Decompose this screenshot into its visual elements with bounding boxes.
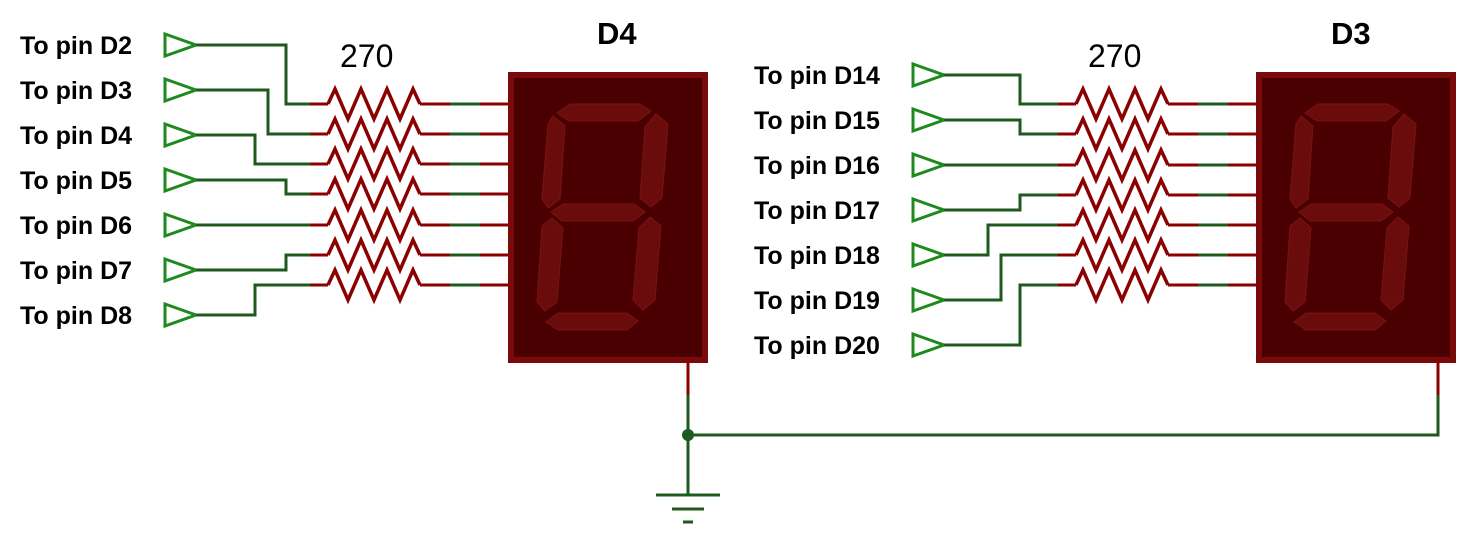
terminal-icon: [163, 31, 201, 59]
resistor: [1058, 235, 1198, 275]
terminal-icon: [163, 76, 201, 104]
segment-f: [541, 115, 566, 209]
input-label: To pin D18: [754, 242, 880, 270]
input-label: To pin D19: [754, 287, 880, 315]
segment-e: [536, 217, 564, 312]
display-group-d3: To pin D14 To pin D15 To pin D16 To pin …: [754, 16, 1456, 395]
wire: [944, 193, 1058, 212]
wire: [944, 223, 1058, 257]
input-label: To pin D16: [754, 152, 880, 180]
wire: [944, 118, 1058, 136]
ground-icon: [656, 493, 720, 524]
resistor: [1058, 114, 1198, 154]
display-wires: [450, 102, 511, 287]
input-label: To pin D17: [754, 197, 880, 225]
input-label: To pin D5: [20, 167, 132, 195]
input-label: To pin D15: [754, 107, 880, 135]
segment-d: [1293, 312, 1387, 331]
resistor-network: [1058, 84, 1198, 305]
input-label: To pin D4: [20, 122, 132, 150]
input-label: To pin D3: [20, 77, 132, 105]
input-label: To pin D7: [20, 257, 132, 285]
wire: [196, 253, 310, 272]
input-terminals: [911, 61, 949, 359]
terminal-icon: [911, 61, 949, 89]
wire: [196, 283, 310, 317]
display-segments: [1284, 103, 1417, 331]
input-terminals: [163, 31, 201, 329]
input-label: To pin D20: [754, 332, 880, 360]
segment-b: [639, 113, 669, 208]
display-segments: [536, 103, 669, 331]
segment-g: [1298, 203, 1394, 222]
common-wire: [686, 395, 1440, 437]
input-wires: [944, 73, 1058, 347]
input-label: To pin D14: [754, 62, 880, 90]
resistor: [310, 235, 450, 275]
segment-e: [1284, 217, 1312, 312]
display-group-d4: To pin D2 To pin D3 To pin D4 To pin D5 …: [20, 16, 708, 395]
resistor: [310, 205, 450, 245]
terminal-icon: [911, 151, 949, 179]
resistor: [310, 84, 450, 124]
segment-f: [1289, 115, 1314, 209]
wire: [196, 178, 310, 196]
display-designator: D3: [1331, 16, 1371, 51]
display-designator: D4: [597, 16, 637, 51]
segment-c: [632, 216, 662, 311]
resistor: [1058, 175, 1198, 215]
terminal-icon: [911, 196, 949, 224]
wire: [196, 133, 310, 166]
resistor: [310, 144, 450, 184]
terminal-icon: [163, 211, 201, 239]
wire: [944, 283, 1058, 347]
resistor: [310, 174, 450, 214]
resistor: [310, 265, 450, 305]
terminal-icon: [163, 166, 201, 194]
resistor: [1058, 265, 1198, 305]
segment-a: [556, 103, 652, 122]
segment-d: [545, 312, 639, 331]
input-label: To pin D2: [20, 32, 132, 60]
input-label: To pin D8: [20, 302, 132, 330]
resistor: [1058, 145, 1198, 185]
terminal-icon: [911, 106, 949, 134]
terminal-icon: [163, 256, 201, 284]
resistor-network: [310, 84, 450, 305]
terminal-icon: [163, 301, 201, 329]
segment-a: [1304, 103, 1400, 122]
resistor-value-label: 270: [1088, 38, 1141, 74]
input-wires: [196, 43, 310, 317]
resistor: [1058, 205, 1198, 245]
seven-segment-display: [1256, 72, 1456, 395]
wire: [944, 253, 1058, 302]
display-wires: [1198, 102, 1259, 287]
terminal-icon: [911, 286, 949, 314]
common-ground-net: [656, 395, 1440, 524]
segment-c: [1380, 216, 1410, 311]
wire: [196, 88, 310, 136]
resistor: [310, 114, 450, 154]
terminal-icon: [911, 331, 949, 359]
segment-g: [550, 203, 646, 222]
wire: [944, 73, 1058, 106]
seven-segment-display: [508, 72, 708, 395]
terminal-icon: [163, 121, 201, 149]
resistor-value-label: 270: [340, 38, 393, 74]
segment-b: [1387, 113, 1417, 208]
wire: [196, 43, 310, 106]
input-label: To pin D6: [20, 212, 132, 240]
resistor: [1058, 84, 1198, 124]
terminal-icon: [911, 241, 949, 269]
